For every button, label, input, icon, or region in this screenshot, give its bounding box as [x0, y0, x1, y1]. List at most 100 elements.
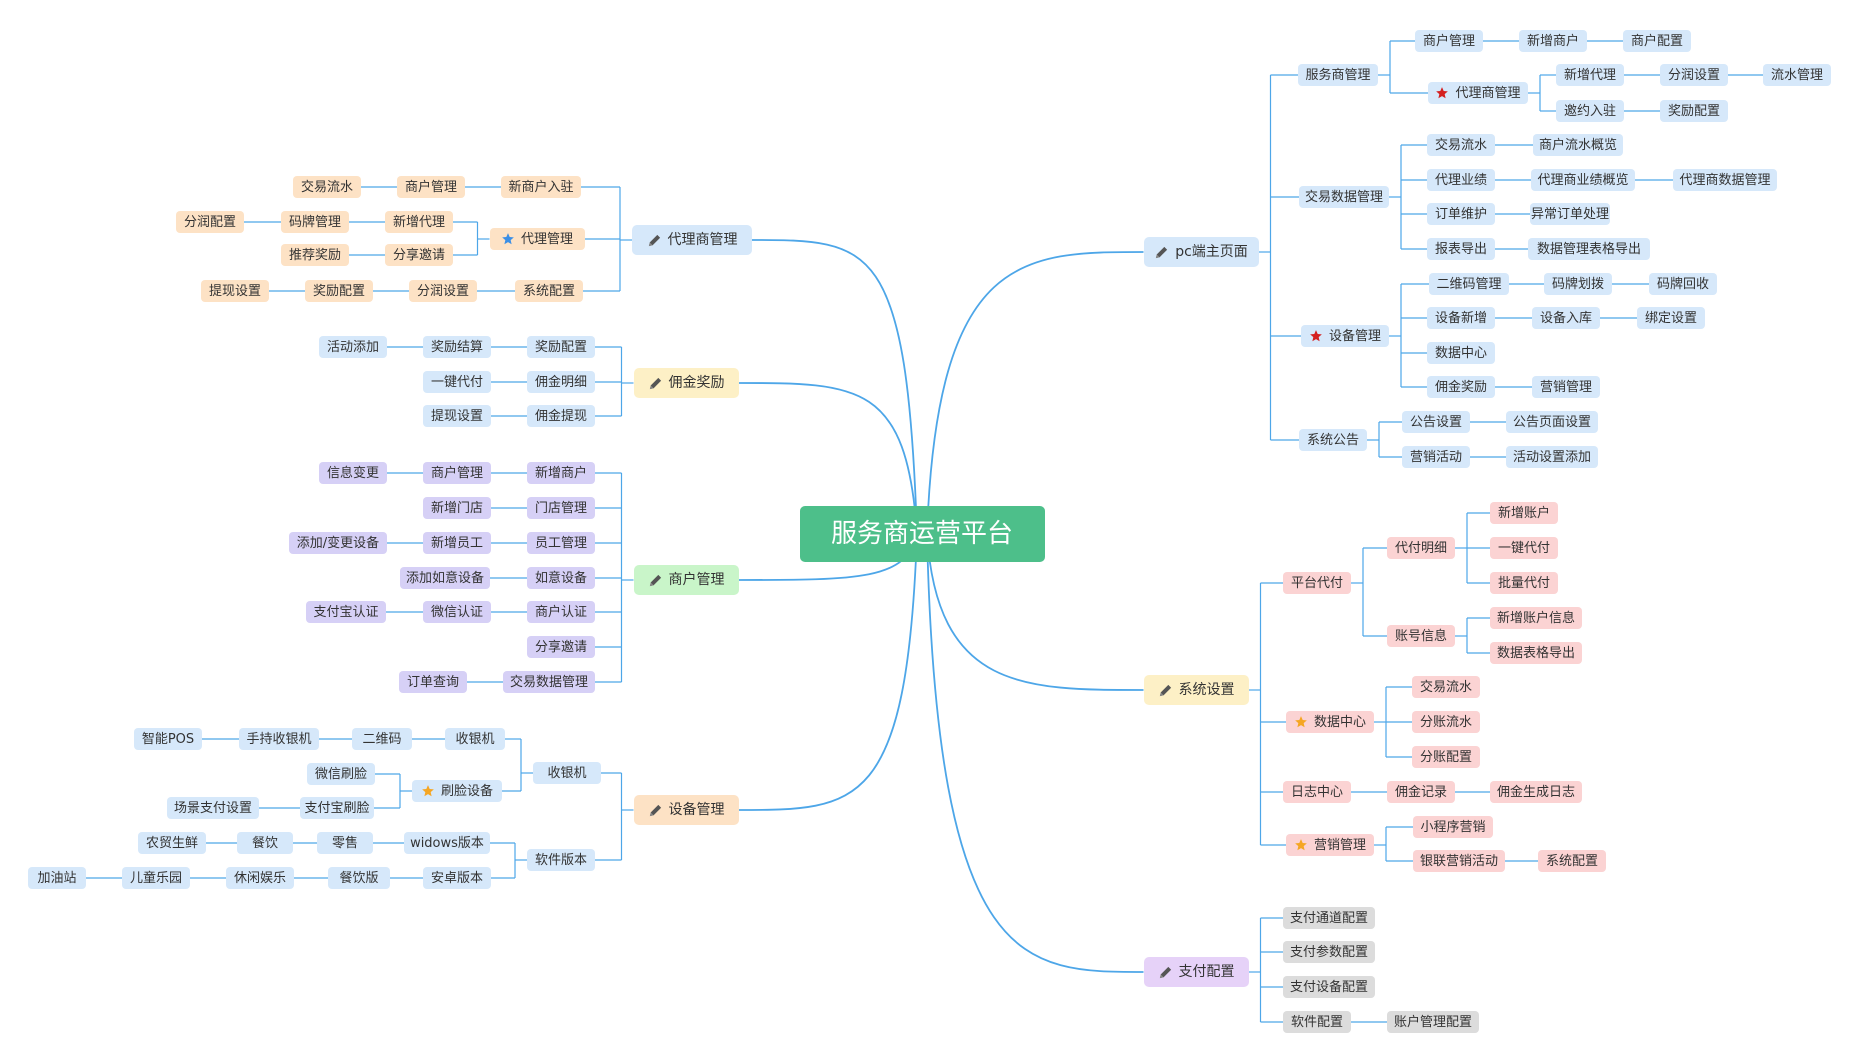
node-sy-n14[interactable]: 佣金记录 [1387, 781, 1455, 803]
node-sy-n10[interactable]: 交易流水 [1412, 676, 1480, 698]
node-sy-n9[interactable]: 数据中心 [1286, 711, 1374, 733]
node-pc-n26[interactable]: 设备入库 [1532, 307, 1600, 329]
node-dv-n2[interactable]: 手持收银机 [239, 728, 319, 750]
node-pc-n22[interactable]: 二维码管理 [1429, 273, 1509, 295]
node-ag-n13[interactable]: 系统配置 [515, 280, 583, 302]
node-sy-n6[interactable]: 账号信息 [1387, 625, 1455, 647]
node-merch-main[interactable]: 商户管理 [633, 565, 739, 595]
node-dv-n4[interactable]: 收银机 [445, 728, 505, 750]
node-pc-n28[interactable]: 数据中心 [1427, 342, 1495, 364]
node-pc-n1[interactable]: 服务商管理 [1298, 64, 1378, 86]
node-pc-n21[interactable]: 设备管理 [1301, 325, 1389, 347]
node-sy-n15[interactable]: 佣金生成日志 [1490, 781, 1582, 803]
node-pc-n19[interactable]: 报表导出 [1427, 238, 1495, 260]
node-sy-n3[interactable]: 新增账户 [1490, 502, 1558, 524]
node-ag-n1[interactable]: 交易流水 [293, 176, 361, 198]
node-sy-n5[interactable]: 批量代付 [1490, 572, 1558, 594]
node-dv-n11[interactable]: 餐饮 [237, 832, 293, 854]
node-sy-n7[interactable]: 新增账户信息 [1490, 607, 1582, 629]
node-dv-n19[interactable]: 安卓版本 [423, 867, 491, 889]
node-agent-main[interactable]: 代理商管理 [632, 225, 752, 255]
node-sy-n19[interactable]: 系统配置 [1538, 850, 1606, 872]
node-dv-n3[interactable]: 二维码 [352, 728, 412, 750]
node-sy-n16[interactable]: 营销管理 [1286, 834, 1374, 856]
node-sy-n2[interactable]: 代付明细 [1387, 537, 1455, 559]
node-dv-n12[interactable]: 零售 [317, 832, 373, 854]
node-sy-n4[interactable]: 一键代付 [1490, 537, 1558, 559]
node-pc-n12[interactable]: 交易流水 [1427, 134, 1495, 156]
node-mc-n1[interactable]: 信息变更 [319, 462, 387, 484]
node-ag-n12[interactable]: 分润设置 [409, 280, 477, 302]
node-py-n3[interactable]: 支付设备配置 [1283, 976, 1375, 998]
node-pc-n6[interactable]: 新增代理 [1556, 64, 1624, 86]
node-cm-n3[interactable]: 奖励配置 [527, 336, 595, 358]
node-cm-n1[interactable]: 活动添加 [319, 336, 387, 358]
node-py-n2[interactable]: 支付参数配置 [1283, 941, 1375, 963]
node-py-n1[interactable]: 支付通道配置 [1283, 907, 1375, 929]
node-mc-n12[interactable]: 微信认证 [423, 601, 491, 623]
node-dv-n8[interactable]: 场景支付设置 [167, 797, 259, 819]
node-pc-n10[interactable]: 奖励配置 [1660, 100, 1728, 122]
node-ag-n6[interactable]: 新增代理 [385, 211, 453, 233]
node-cm-n6[interactable]: 提现设置 [423, 405, 491, 427]
node-pc-n8[interactable]: 流水管理 [1763, 64, 1831, 86]
node-pc-n17[interactable]: 订单维护 [1427, 203, 1495, 225]
node-py-n5[interactable]: 账户管理配置 [1387, 1011, 1479, 1033]
node-mc-n4[interactable]: 新增门店 [423, 497, 491, 519]
node-mc-n9[interactable]: 添加如意设备 [400, 567, 490, 589]
node-mc-n6[interactable]: 添加/变更设备 [289, 532, 387, 554]
node-dv-n5[interactable]: 收银机 [533, 762, 601, 784]
node-pc-n32[interactable]: 公告设置 [1402, 411, 1470, 433]
node-dv-n1[interactable]: 智能POS [134, 728, 202, 750]
node-dev-main[interactable]: 设备管理 [633, 795, 739, 825]
node-pc-n7[interactable]: 分润设置 [1660, 64, 1728, 86]
node-dv-n10[interactable]: 农贸生鲜 [138, 832, 206, 854]
node-pc-n2[interactable]: 商户管理 [1415, 30, 1483, 52]
node-cm-n7[interactable]: 佣金提现 [527, 405, 595, 427]
node-mc-n7[interactable]: 新增员工 [423, 532, 491, 554]
node-pc-n31[interactable]: 系统公告 [1299, 429, 1367, 451]
node-mc-n15[interactable]: 订单查询 [399, 671, 467, 693]
node-ag-n2[interactable]: 商户管理 [397, 176, 465, 198]
node-ag-n5[interactable]: 码牌管理 [281, 211, 349, 233]
node-pc-n3[interactable]: 新增商户 [1519, 30, 1587, 52]
node-sy-n12[interactable]: 分账配置 [1412, 746, 1480, 768]
node-pc-n30[interactable]: 营销管理 [1532, 376, 1600, 398]
node-mc-n3[interactable]: 新增商户 [527, 462, 595, 484]
node-ag-n8[interactable]: 推荐奖励 [281, 244, 349, 266]
node-pc-n16[interactable]: 代理商数据管理 [1673, 169, 1777, 191]
node-mc-n14[interactable]: 分享邀请 [527, 636, 595, 658]
node-comm-main[interactable]: 佣金奖励 [633, 368, 739, 398]
node-sy-n11[interactable]: 分账流水 [1412, 711, 1480, 733]
node-pc-n9[interactable]: 邀约入驻 [1556, 100, 1624, 122]
node-ag-n4[interactable]: 分润配置 [176, 211, 244, 233]
node-pc-n33[interactable]: 公告页面设置 [1506, 411, 1598, 433]
node-pc-n14[interactable]: 代理业绩 [1427, 169, 1495, 191]
node-pc-n15[interactable]: 代理商业绩概览 [1531, 169, 1635, 191]
node-pc-n29[interactable]: 佣金奖励 [1427, 376, 1495, 398]
node-mc-n11[interactable]: 支付宝认证 [306, 601, 386, 623]
node-cm-n5[interactable]: 佣金明细 [527, 371, 595, 393]
node-py-n4[interactable]: 软件配置 [1283, 1011, 1351, 1033]
node-dv-n13[interactable]: widows版本 [404, 832, 490, 854]
node-pc-n23[interactable]: 码牌划拨 [1544, 273, 1612, 295]
node-dv-n17[interactable]: 休闲娱乐 [226, 867, 294, 889]
node-ag-n9[interactable]: 分享邀请 [385, 244, 453, 266]
node-pc-n13[interactable]: 商户流水概览 [1533, 134, 1623, 156]
node-sy-n17[interactable]: 小程序营销 [1413, 816, 1493, 838]
node-pc-n11[interactable]: 交易数据管理 [1299, 186, 1389, 208]
node-sy-n18[interactable]: 银联营销活动 [1413, 850, 1505, 872]
node-mc-n16[interactable]: 交易数据管理 [503, 671, 595, 693]
node-dv-n9[interactable]: 支付宝刷脸 [300, 797, 374, 819]
node-pc-n34[interactable]: 营销活动 [1402, 446, 1470, 468]
node-dv-n15[interactable]: 加油站 [28, 867, 86, 889]
node-pc-main[interactable]: pc端主页面 [1143, 237, 1259, 267]
node-sy-n1[interactable]: 平台代付 [1283, 572, 1351, 594]
node-ag-n11[interactable]: 奖励配置 [305, 280, 373, 302]
node-dv-n6[interactable]: 微信刷脸 [307, 763, 375, 785]
node-mc-n8[interactable]: 员工管理 [527, 532, 595, 554]
node-mc-n5[interactable]: 门店管理 [527, 497, 595, 519]
root-node[interactable]: 服务商运营平台 [799, 506, 1045, 562]
node-pc-n20[interactable]: 数据管理表格导出 [1528, 238, 1650, 260]
node-ag-n10[interactable]: 提现设置 [201, 280, 269, 302]
